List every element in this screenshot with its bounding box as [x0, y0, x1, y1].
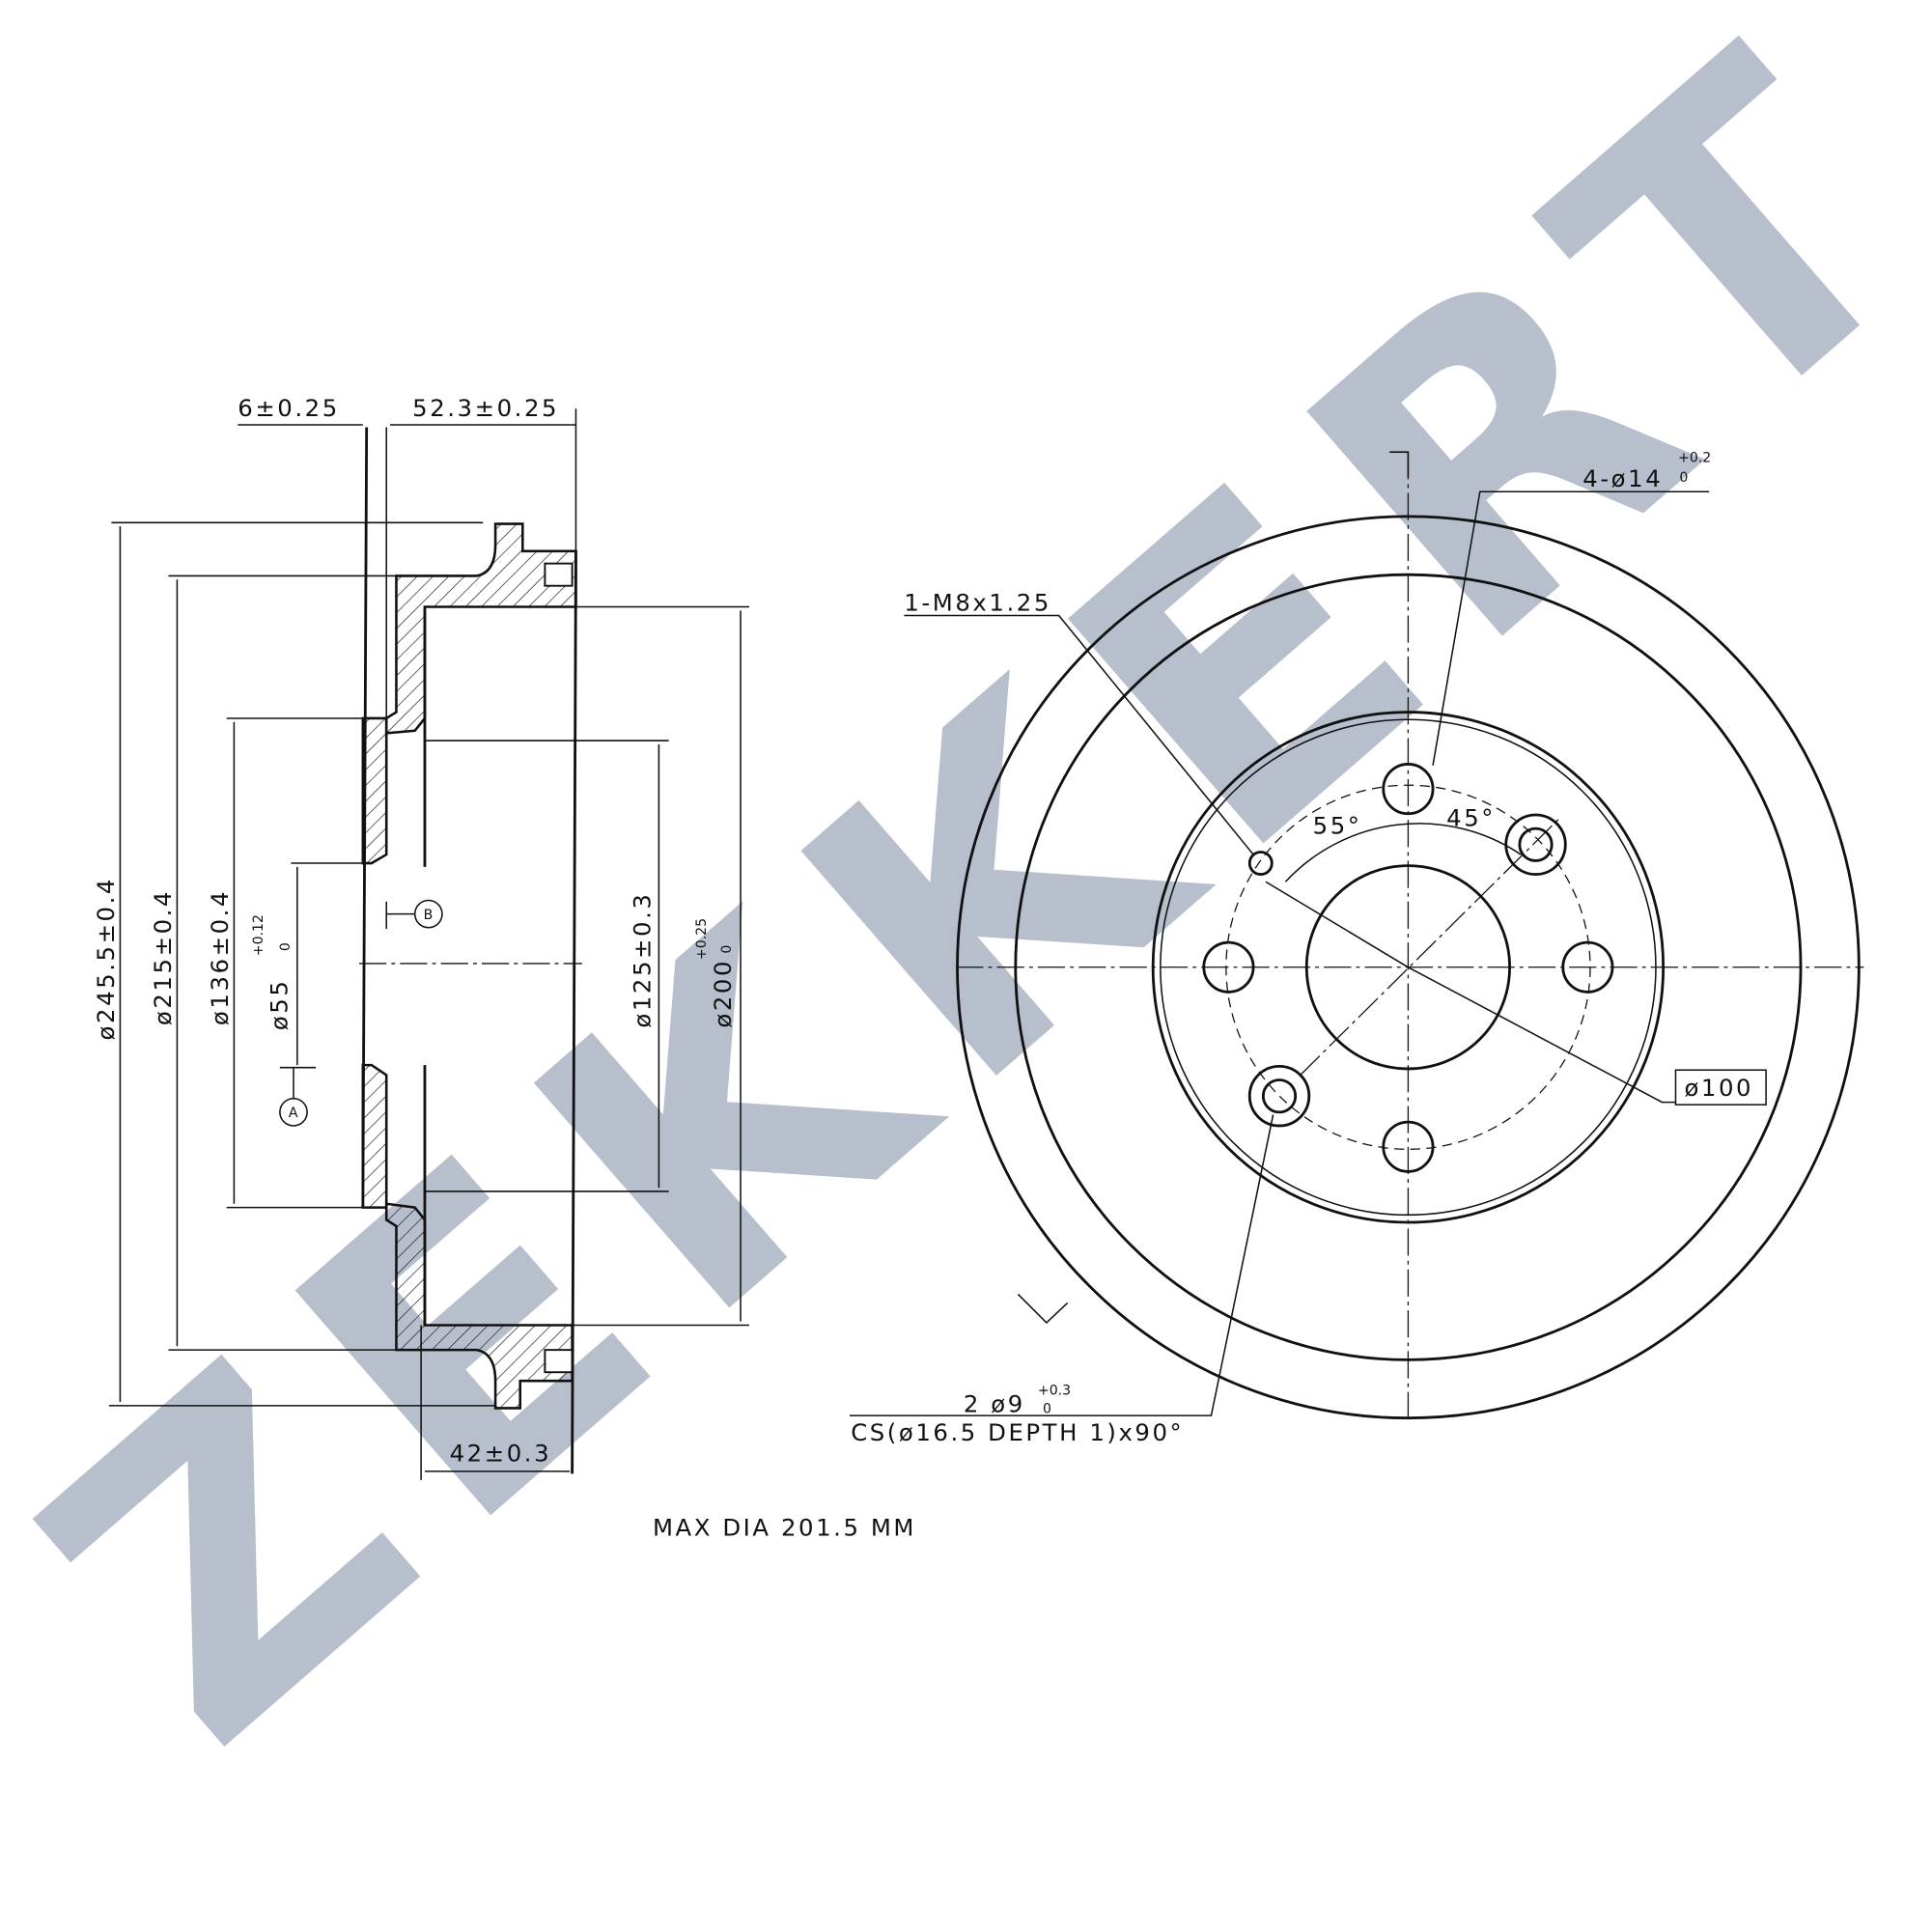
dim-bore-dia: ø55 [266, 979, 294, 1031]
hub-plate-bottom [361, 1063, 388, 1209]
stud-hole-left [1202, 940, 1255, 994]
label-thread: 1-M8x1.25 [904, 588, 1051, 616]
face-view: 1-M8x1.25 4-ø14 +0.2 0 55° 45° ø100 2 ø9… [849, 450, 1864, 1446]
datum-a-marker [279, 1097, 308, 1127]
leader-bolt-circle [1408, 966, 1676, 1104]
bolt-circle-dia: ø100 [1684, 1074, 1753, 1102]
watermark-text: ZEKKERT [0, 0, 1932, 1832]
dim-outer-dia: ø245.5±0.4 [92, 877, 120, 1040]
watermark-logo: ZEKKERT [0, 0, 1932, 1832]
drum-wall-top [384, 522, 577, 735]
stud-slot-bottom [544, 1349, 574, 1374]
angle-left: 55° [1313, 811, 1362, 839]
dim-drum-dia: ø200 [709, 959, 737, 1028]
dim-flange-width: 6±0.25 [238, 394, 340, 422]
dim-pilot-dia: ø125±0.3 [628, 892, 656, 1028]
stud-hole-top [1382, 763, 1435, 816]
label-cs-spec: CS(ø16.5 DEPTH 1)x90° [851, 1418, 1184, 1446]
angle-right: 45° [1446, 804, 1496, 832]
dim-hub-dia: ø136±0.4 [206, 889, 234, 1025]
label-stud-tol-upper: +0.2 [1678, 450, 1711, 465]
section-arrow-bottom [1017, 1293, 1069, 1324]
dim-bore-tol-lower: 0 [278, 942, 294, 951]
label-cs-holes: 2 ø9 [964, 1389, 1025, 1417]
stud-hole-right [1561, 940, 1614, 994]
dim-drum-depth: 42±0.3 [450, 1440, 552, 1468]
cs-hole-sw [1247, 1064, 1311, 1128]
note-max-dia: MAX DIA 201.5 MM [653, 1514, 916, 1542]
dim-total-width: 52.3±0.25 [412, 394, 559, 422]
dim-drum-tol-lower: 0 [719, 945, 735, 954]
label-stud-tol-lower: 0 [1679, 470, 1688, 486]
thread-hole-m8 [1247, 851, 1274, 876]
dim-drum-tol-upper: +0.25 [694, 918, 710, 960]
label-stud-holes: 4-ø14 [1582, 464, 1663, 492]
cs-hole-ne [1504, 813, 1567, 876]
stud-hole-bottom [1382, 1120, 1435, 1173]
angle-arc [1284, 823, 1522, 882]
datum-b-marker [413, 899, 443, 929]
leader-stud-holes [1432, 490, 1710, 766]
section-arrow-top [1389, 451, 1410, 477]
dim-bore-tol-upper: +0.12 [251, 914, 266, 956]
label-cs-tol-upper: +0.3 [1038, 1383, 1071, 1398]
dim-flange-dia: ø215±0.4 [149, 889, 177, 1025]
datum-b: B [424, 908, 434, 923]
datum-a: A [289, 1106, 298, 1121]
label-cs-tol-lower: 0 [1043, 1402, 1051, 1417]
leader-cs-holes [849, 1114, 1274, 1416]
section-view: B A 6±0.25 52.3±0.25 ø245.5±0.4 ø215±0.4… [92, 394, 750, 1480]
leader-thread [904, 614, 1254, 855]
bolt-circle-box [1674, 1069, 1767, 1106]
stud-slot-top [544, 562, 574, 587]
hub-plate-top [361, 716, 388, 865]
